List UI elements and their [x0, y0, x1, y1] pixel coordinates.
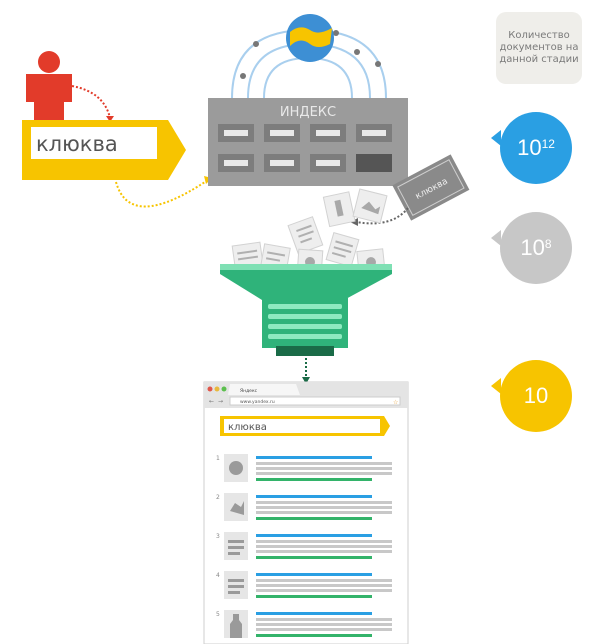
index-label: ИНДЕКС: [280, 105, 336, 120]
browser-forward-icon[interactable]: →: [218, 398, 223, 405]
stage-count-exponent: 8: [544, 237, 552, 251]
result-thumbnail-icon: [228, 579, 244, 594]
result-title-line[interactable]: [256, 495, 372, 498]
result-row[interactable]: 1: [216, 454, 392, 482]
result-snippet-line: [256, 589, 392, 592]
document-pile: [231, 188, 388, 276]
result-url-line: [256, 517, 372, 520]
result-snippet-line: [256, 540, 392, 543]
result-snippet-line: [256, 550, 392, 553]
result-snippet-line: [256, 579, 392, 582]
result-row[interactable]: 5: [216, 610, 392, 638]
stage-count-exponent: 12: [541, 137, 555, 151]
globe-icon: [286, 14, 334, 62]
stage-header-text: Количество документов на данной стадии: [499, 30, 579, 65]
result-snippet-line: [256, 501, 392, 504]
ranking-funnel: [220, 264, 392, 356]
result-thumbnail-icon: [230, 501, 244, 515]
index-building: ИНДЕКС: [208, 98, 408, 186]
result-url-line: [256, 556, 372, 559]
result-title-line[interactable]: [256, 573, 372, 576]
result-row[interactable]: 2: [216, 493, 392, 521]
result-snippet-line: [256, 584, 392, 587]
card-to-funnel-arrow: [355, 207, 409, 225]
result-title-line[interactable]: [256, 456, 372, 459]
stage-count-base: 10: [520, 235, 545, 260]
spider-icons: [240, 30, 381, 79]
result-snippet-line: [256, 511, 392, 514]
stage-count-base: 10: [523, 383, 549, 408]
result-row[interactable]: 3: [216, 532, 392, 560]
result-snippet-line: [256, 618, 392, 621]
person-icon: [26, 51, 72, 120]
address-bar[interactable]: [229, 396, 401, 406]
result-thumbnail-icon: [230, 614, 242, 638]
query-text: клюква: [36, 132, 118, 156]
result-number: 2: [216, 494, 220, 501]
address-url: www.yandex.ru: [240, 399, 275, 405]
browser-back-icon[interactable]: ←: [209, 398, 214, 405]
browser-tab-title[interactable]: Яндекс: [240, 388, 258, 394]
result-row[interactable]: 4: [216, 571, 392, 599]
result-snippet-line: [256, 506, 392, 509]
result-snippet-line: [256, 628, 392, 631]
result-title-line[interactable]: [256, 534, 372, 537]
result-snippet-line: [256, 472, 392, 475]
person-to-query-arrow: [71, 85, 111, 119]
result-url-line: [256, 634, 372, 637]
search-input-value: клюква: [228, 422, 267, 433]
result-snippet-line: [256, 467, 392, 470]
stage-header: Количество документов на данной стадии: [496, 12, 582, 84]
bookmark-star-icon[interactable]: ☆: [393, 399, 398, 406]
query-bar: клюква: [22, 120, 186, 180]
query-to-index-arrow: [115, 179, 209, 208]
result-url-line: [256, 478, 372, 481]
result-number: 4: [216, 572, 220, 579]
result-snippet-line: [256, 462, 392, 465]
bubble-tail: [491, 230, 501, 246]
search-results: 1 2 3 4 5: [216, 454, 392, 638]
stage-count-results: 10: [491, 360, 572, 432]
search-input[interactable]: [224, 419, 380, 433]
result-snippet-line: [256, 623, 392, 626]
bubble-tail: [491, 130, 501, 146]
result-number: 5: [216, 611, 220, 618]
result-number: 3: [216, 533, 220, 540]
browser-window: Яндекс ← → www.yandex.ru ☆ клюква 1 2 3 4 5: [203, 381, 409, 644]
crawler-card: клюква: [392, 154, 470, 221]
result-thumbnail-icon: [229, 461, 243, 475]
result-thumbnail-icon: [228, 540, 244, 555]
stage-count-base: 10: [517, 135, 542, 160]
result-snippet-line: [256, 545, 392, 548]
result-number: 1: [216, 455, 220, 462]
result-title-line[interactable]: [256, 612, 372, 615]
bubble-tail: [491, 378, 501, 394]
result-url-line: [256, 595, 372, 598]
